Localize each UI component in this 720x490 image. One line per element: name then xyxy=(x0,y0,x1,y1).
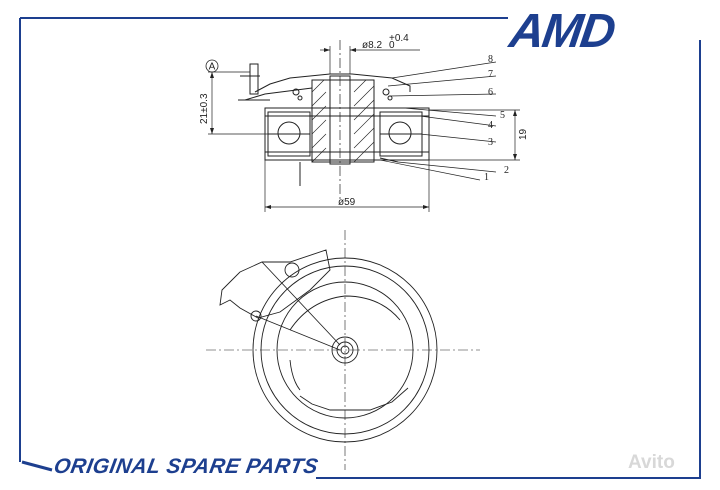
frame-border-footer-stroke xyxy=(21,460,53,472)
dim-height: 21±0.3 xyxy=(199,93,210,124)
dimension-lines xyxy=(208,46,520,212)
callout-4: 4 xyxy=(488,120,493,131)
dim-diameter: ø59 xyxy=(338,197,356,208)
front-view xyxy=(206,230,480,470)
callout-6: 6 xyxy=(488,87,493,98)
dim-width: 19 xyxy=(518,128,529,140)
dim-bore: ø8.2 xyxy=(362,40,382,51)
footer-label: ORIGINAL SPARE PARTS xyxy=(52,455,321,478)
datum-label: A xyxy=(209,62,216,73)
callout-8: 8 xyxy=(488,54,493,65)
dimension-arrows xyxy=(210,48,517,209)
callout-leaders xyxy=(379,61,497,181)
dim-bore-tol-lower: 0 xyxy=(389,40,395,51)
datum-marker xyxy=(205,59,219,73)
brand-logo: AMD xyxy=(506,5,618,58)
callout-1: 1 xyxy=(484,172,489,183)
callout-3: 3 xyxy=(488,137,493,148)
callout-5: 5 xyxy=(500,110,505,121)
watermark: Avito xyxy=(628,452,675,473)
dim-bore-tol-upper: +0.4 xyxy=(389,33,409,44)
frame-border xyxy=(19,17,701,479)
cross-section-view xyxy=(238,40,430,200)
callout-2: 2 xyxy=(504,165,509,176)
callout-7: 7 xyxy=(488,69,493,80)
